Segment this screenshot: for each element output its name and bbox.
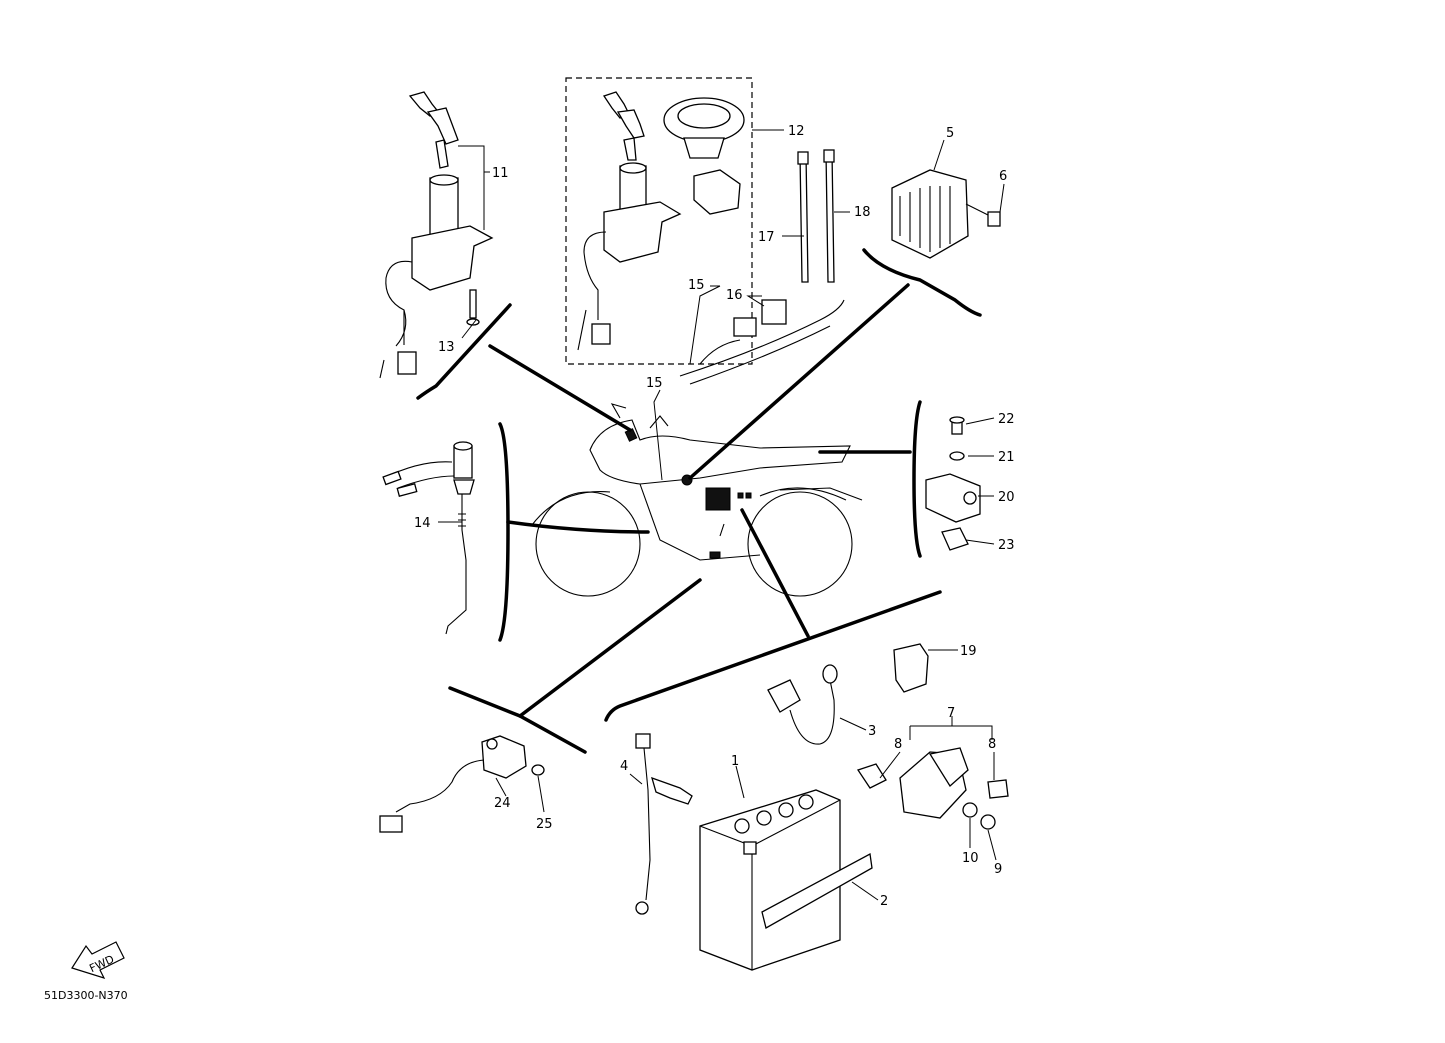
callout-4: 4	[620, 759, 628, 774]
diagram-code: 51D3300-N370	[44, 989, 128, 1002]
wire-harness-and-ties	[679, 149, 845, 385]
fwd-arrow-icon: FWD	[71, 941, 125, 979]
callout-3: 3	[868, 724, 876, 739]
group-brackets	[416, 77, 982, 754]
relay-assembly	[925, 416, 981, 551]
battery	[699, 789, 873, 971]
callout-11: 11	[492, 166, 509, 181]
callout-19: 19	[960, 644, 977, 659]
rectifier-regulator	[891, 169, 1001, 259]
callout-25: 25	[536, 817, 553, 832]
callout-15b: 15	[646, 376, 663, 391]
callout-labels: 1 2 3 4 5 6 7 8 8 9 10 11 12 13 14 15 15…	[414, 124, 1015, 909]
callout-23: 23	[998, 538, 1015, 553]
callout-10: 10	[962, 851, 979, 866]
callout-14: 14	[414, 516, 431, 531]
callout-7: 7	[947, 706, 955, 721]
callout-8a: 8	[894, 737, 902, 752]
callout-18: 18	[854, 205, 871, 220]
callout-16: 16	[726, 288, 743, 303]
callout-9: 9	[994, 862, 1002, 877]
motorcycle-silhouette	[531, 403, 863, 597]
starter-relay	[856, 747, 1009, 830]
callout-13: 13	[438, 340, 455, 355]
small-relay	[893, 643, 929, 693]
callout-8b: 8	[988, 737, 996, 752]
callout-24: 24	[494, 796, 511, 811]
callout-20: 20	[998, 490, 1015, 505]
callout-1: 1	[731, 754, 739, 769]
negative-cable	[635, 733, 693, 915]
main-switch-assembly	[379, 91, 494, 379]
callout-6: 6	[999, 169, 1007, 184]
callout-17: 17	[758, 230, 775, 245]
sidestand-switch	[382, 441, 475, 635]
callout-2: 2	[880, 894, 888, 909]
callout-22: 22	[998, 412, 1015, 427]
callout-5: 5	[946, 126, 954, 141]
callout-15a: 15	[688, 278, 705, 293]
battery-lead	[767, 664, 838, 745]
callout-12: 12	[788, 124, 805, 139]
lower-left-switch	[379, 735, 545, 833]
steering-lock-set	[577, 91, 745, 351]
callout-21: 21	[998, 450, 1015, 465]
leader-lines	[438, 129, 1005, 901]
